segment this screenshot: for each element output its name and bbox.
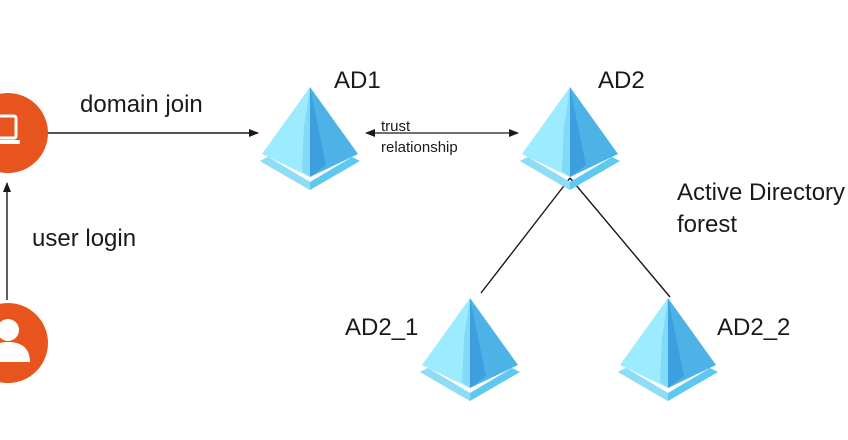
ad2-label: AD2 <box>598 67 645 94</box>
ad2-2-directory-icon <box>618 298 718 401</box>
laptop-icon <box>0 114 20 144</box>
computer-node <box>0 93 48 173</box>
ad1-directory-icon <box>260 87 360 190</box>
ad2-2-label: AD2_2 <box>717 314 790 341</box>
forest-label-line1: Active Directory <box>677 179 845 206</box>
forest-link-right <box>569 177 671 298</box>
ad2-1-label: AD2_1 <box>345 314 418 341</box>
user-icon <box>0 319 30 362</box>
computer-circle <box>0 93 48 173</box>
trust-label-line2: relationship <box>381 139 458 156</box>
user-login-label: user login <box>32 225 136 252</box>
trust-label-line1: trust <box>381 118 411 135</box>
ad2-1-directory-icon <box>420 298 520 401</box>
domain-join-label: domain join <box>80 91 203 118</box>
forest-label-line2: forest <box>677 211 737 238</box>
forest-link-left <box>480 177 571 294</box>
ad2-directory-icon <box>520 87 620 190</box>
ad1-label: AD1 <box>334 67 381 94</box>
user-node <box>0 303 48 383</box>
